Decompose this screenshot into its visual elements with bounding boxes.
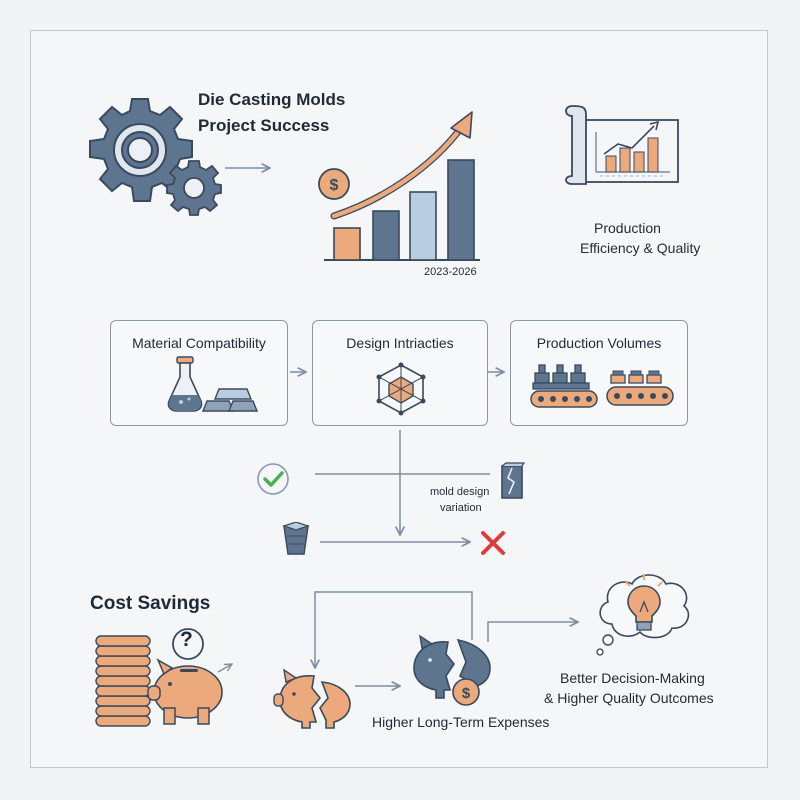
broken-piggy-icon [273, 668, 351, 729]
main-title-line2: Project Success [198, 116, 330, 135]
check-circle-icon [257, 463, 289, 495]
gears-icon [89, 98, 222, 216]
production-label-line1: Production [594, 220, 661, 236]
chart-caption: 2023-2026 [424, 266, 477, 278]
loop-arrow [315, 591, 473, 668]
factor-box-design: Design Intriacties [312, 320, 488, 426]
geometric-design-icon [376, 362, 426, 416]
outcome-label-line1: Better Decision-Making [560, 670, 705, 686]
mold-block-icon [282, 522, 310, 555]
growth-chart-icon: $ [318, 111, 480, 261]
arrow-piggy-out [217, 664, 232, 673]
factor-label-material: Material Compatibility [132, 335, 266, 351]
outcome-label-line2: & Higher Quality Outcomes [544, 690, 714, 706]
cost-savings-title: Cost Savings [90, 593, 211, 614]
arrow-to-outcome [487, 622, 578, 642]
main-title-line1: Die Casting Molds [198, 90, 346, 109]
question-mark: ? [180, 628, 193, 651]
factor-label-volumes: Production Volumes [536, 335, 662, 351]
production-label-line2: Efficiency & Quality [580, 240, 701, 256]
blueprint-chart-icon [565, 105, 679, 185]
conveyor-belt-icon [530, 364, 674, 408]
red-x-icon [481, 531, 505, 555]
coin-stack-icon [95, 635, 151, 727]
question-bubble-icon [172, 628, 204, 660]
factor-box-material: Material Compatibility [110, 320, 288, 426]
factor-label-design: Design Intriacties [346, 335, 454, 351]
svg-text:$: $ [462, 685, 471, 702]
lightbulb-thought-icon [596, 574, 690, 656]
variation-label-line1: mold design [430, 486, 490, 498]
variation-label-line2: variation [440, 502, 482, 514]
expense-piggy-icon: $ [413, 634, 491, 706]
flask-and-ingots-icon [167, 356, 259, 412]
cracked-mold-icon [501, 462, 526, 499]
piggy-bank-icon [147, 658, 223, 725]
factor-box-volumes: Production Volumes [510, 320, 688, 426]
svg-text:$: $ [330, 177, 339, 194]
expenses-label: Higher Long-Term Expenses [372, 714, 550, 730]
